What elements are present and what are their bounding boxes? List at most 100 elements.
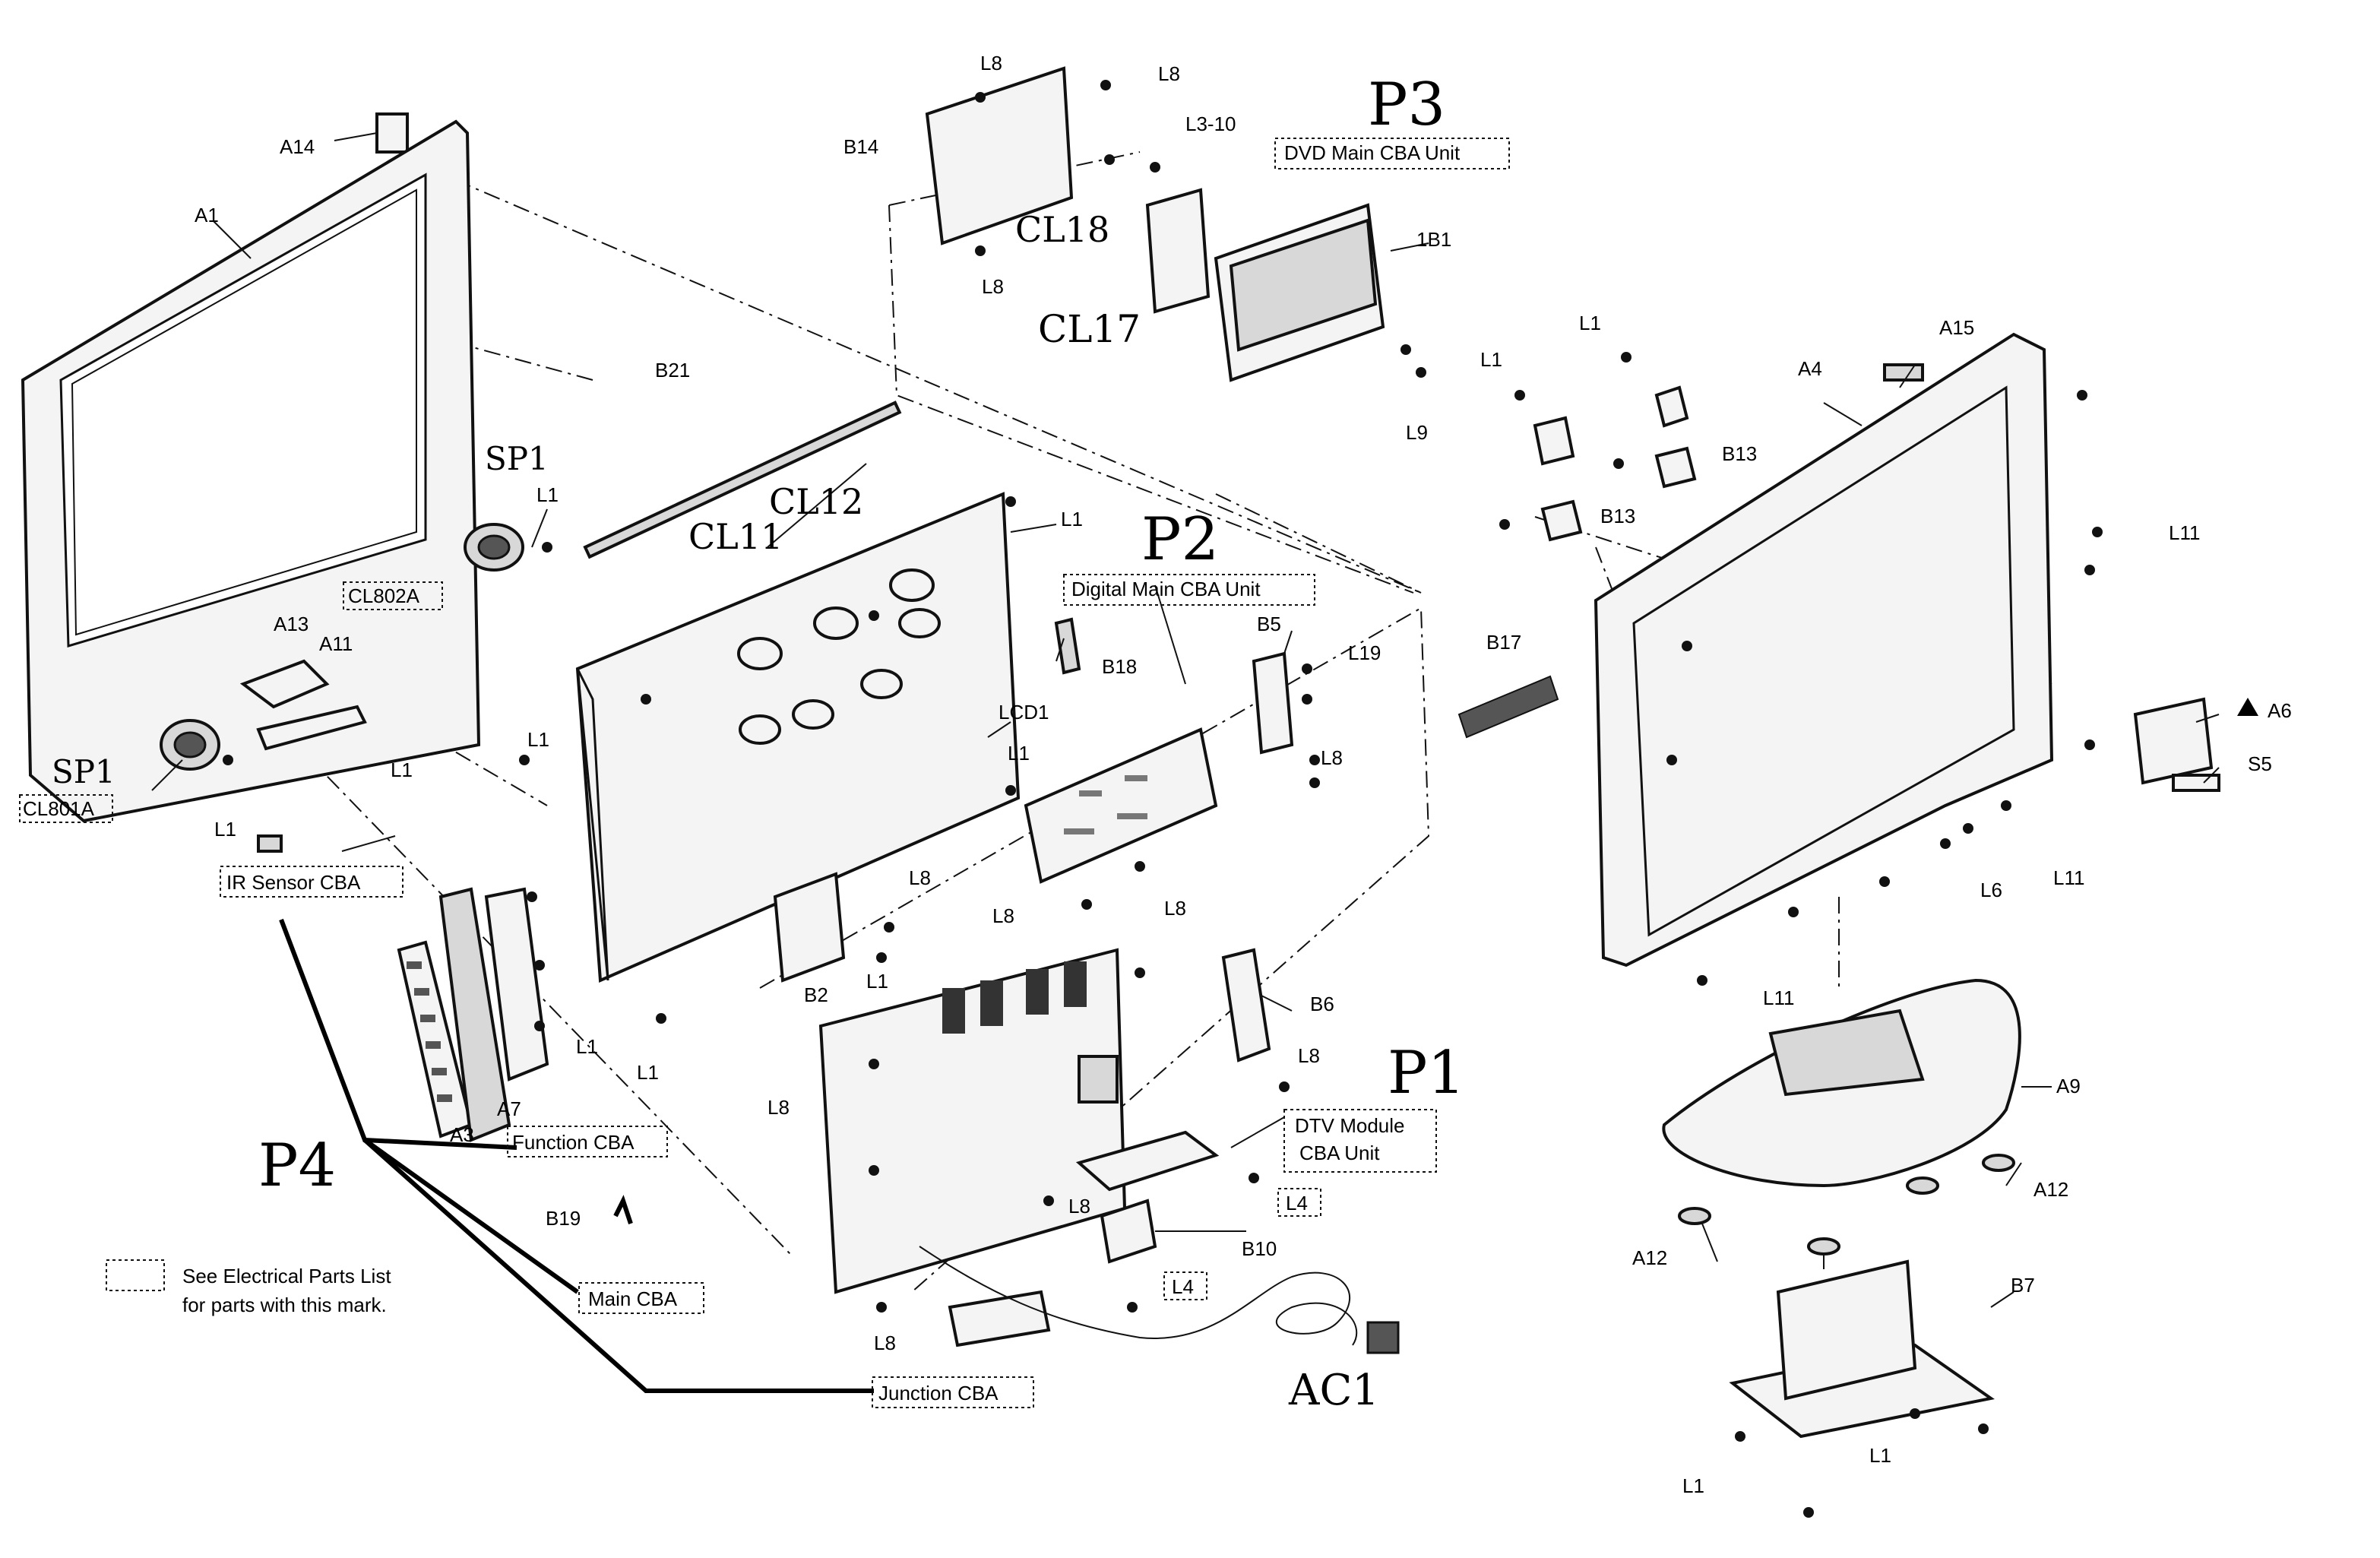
label-a12: A12	[1632, 1246, 1667, 1269]
label-l1: L1	[1682, 1474, 1704, 1497]
stand-a9	[1662, 978, 2021, 1256]
a13-a11-bracket	[239, 659, 367, 853]
label-l4: L4	[1286, 1192, 1308, 1214]
b5-bracket	[1252, 651, 1294, 755]
label-l8: L8	[1298, 1044, 1320, 1067]
main-cba	[613, 948, 1271, 1294]
stand-bracket-b7	[1729, 1259, 1995, 1439]
handwritten-labels: P3 P2 P1 P4 SP1 SP1 CL11 CL12 CL18 CL17 …	[52, 71, 1465, 1415]
label-a15: A15	[1939, 316, 1974, 339]
label-l1: L1	[391, 758, 413, 781]
label-function-cba: Function CBA	[512, 1131, 635, 1154]
label-b18: B18	[1102, 655, 1137, 678]
label-l1: L1	[576, 1035, 598, 1058]
dtv-module-box	[1283, 1109, 1437, 1173]
cl802a-box	[343, 581, 443, 610]
label-b10: B10	[1242, 1237, 1277, 1260]
label-b13: B13	[1722, 442, 1757, 465]
label-l8: L8	[1158, 62, 1180, 85]
speaker-sp1-right	[464, 523, 524, 572]
label-a6: A6	[2268, 699, 2292, 722]
legend-line1: See Electrical Parts List	[182, 1265, 391, 1287]
label-a12: A12	[2033, 1178, 2068, 1201]
label-dvd-main-cba-unit: DVD Main CBA Unit	[1284, 141, 1461, 164]
label-b2: B2	[804, 983, 828, 1006]
label-dtv-module-line1: DTV Module	[1295, 1114, 1405, 1137]
label-digital-main-cba-unit: Digital Main CBA Unit	[1071, 578, 1261, 600]
label-main-cba: Main CBA	[588, 1287, 678, 1310]
label-b14: B14	[843, 135, 878, 158]
label-s5: S5	[2248, 752, 2272, 775]
label-a1: A1	[195, 204, 219, 226]
hand-cl12: CL12	[769, 481, 863, 522]
main-cba-box	[578, 1282, 704, 1314]
label-l8: L8	[909, 866, 931, 889]
label-l8: L8	[982, 275, 1004, 298]
label-l1: L1	[214, 818, 236, 841]
label-a7: A7	[497, 1097, 521, 1120]
label-l1: L1	[637, 1061, 659, 1084]
label-l8: L8	[874, 1332, 896, 1354]
b19-clip	[613, 1195, 633, 1224]
legend-line2: for parts with this mark.	[182, 1294, 387, 1316]
hand-p4: P4	[258, 1132, 336, 1200]
l4-box-2	[1163, 1271, 1207, 1300]
part-labels: A14 A1 L1 CL802A A13 A11 L1 L1 CL801A IR…	[23, 52, 2292, 1497]
screw-icons	[223, 80, 2103, 1518]
leader-lines	[151, 132, 2220, 1308]
label-l9: L9	[1406, 421, 1428, 444]
label-b5: B5	[1257, 613, 1281, 635]
label-l1: L1	[527, 728, 549, 751]
b10-bracket	[1100, 1199, 1157, 1264]
speaker-sp1-left	[160, 719, 220, 771]
label-1b1: 1B1	[1416, 228, 1451, 251]
label-l4: L4	[1172, 1275, 1194, 1298]
label-l19: L19	[1348, 641, 1381, 664]
a6-label	[2133, 697, 2214, 785]
legend: See Electrical Parts List for parts with…	[182, 1265, 391, 1316]
back-cover-a4	[1457, 332, 2220, 967]
label-l8: L8	[767, 1096, 790, 1119]
junction-and-ac-cord	[919, 1246, 1400, 1354]
heatsink	[942, 961, 1087, 1034]
digital-main-cba-unit-box	[1063, 574, 1315, 606]
function-cba-box	[507, 1126, 668, 1157]
label-a11: A11	[319, 632, 353, 655]
function-panel	[397, 887, 549, 1142]
label-a9: A9	[2056, 1075, 2081, 1097]
label-l8: L8	[980, 52, 1002, 74]
label-a3: A3	[450, 1123, 474, 1146]
hand-cl11: CL11	[688, 516, 783, 557]
label-l3-10: L3-10	[1185, 112, 1236, 135]
warning-triangle-icon	[2237, 698, 2258, 716]
junction-cba-box	[872, 1376, 1034, 1408]
label-junction-cba: Junction CBA	[878, 1382, 999, 1404]
hand-sp1-left: SP1	[52, 753, 116, 790]
label-b17: B17	[1486, 631, 1521, 654]
label-l1: L1	[1579, 312, 1601, 334]
label-l6: L6	[1980, 879, 2002, 901]
label-a13: A13	[274, 613, 309, 635]
legend-swatch	[106, 1259, 165, 1291]
s5-label	[2172, 774, 2220, 792]
hand-sp1-right: SP1	[485, 440, 549, 477]
label-l8: L8	[1068, 1195, 1090, 1218]
label-l1: L1	[1061, 508, 1083, 530]
label-l1: L1	[536, 483, 559, 506]
label-l1: L1	[1869, 1444, 1891, 1467]
a14-label-tag	[375, 112, 409, 154]
label-l8: L8	[1321, 746, 1343, 769]
label-b6: B6	[1310, 993, 1334, 1015]
cl801a-box	[19, 794, 113, 823]
p4-pointer-lines	[279, 918, 874, 1393]
dvd-unit	[925, 66, 1385, 382]
hand-ac1: AC1	[1288, 1366, 1379, 1415]
b13-brackets	[1533, 385, 1697, 542]
hand-cl17: CL17	[1038, 307, 1141, 351]
dvd-main-cba-unit-box	[1274, 138, 1510, 169]
lcd-panel-lcd1	[575, 401, 1081, 983]
label-lcd1: LCD1	[999, 701, 1049, 724]
label-cl801a: CL801A	[23, 797, 95, 820]
label-a4: A4	[1798, 357, 1822, 380]
hand-p2: P2	[1141, 505, 1219, 574]
